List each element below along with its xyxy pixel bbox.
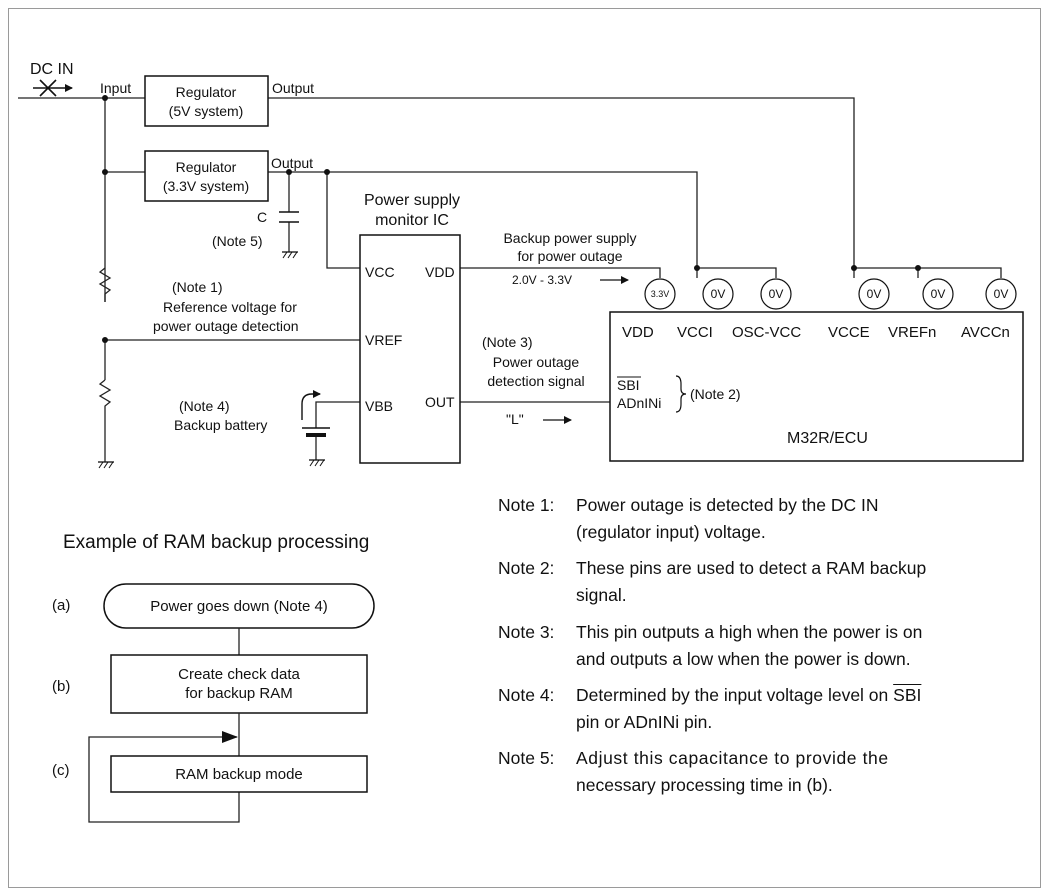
backup-supply-line1: Backup power supply bbox=[503, 230, 636, 246]
capacitor-note: (Note 5) bbox=[212, 233, 263, 249]
note-3-line1: This pin outputs a high when the power i… bbox=[576, 622, 923, 642]
dc-in-terminal-icon bbox=[33, 79, 73, 97]
ecu-pin-vrefn: VREFn bbox=[888, 324, 936, 341]
step-b-line2: for backup RAM bbox=[185, 685, 293, 702]
ecu-pin-avccn: AVCCn bbox=[961, 324, 1010, 341]
note-4-label: Note 4: bbox=[498, 685, 555, 705]
note-2-line1: These pins are used to detect a RAM back… bbox=[576, 558, 927, 578]
reference-label-line1: Reference voltage for bbox=[163, 299, 297, 315]
flowchart-title: Example of RAM backup processing bbox=[63, 532, 369, 553]
monitor-ic-title: Power supply bbox=[364, 192, 460, 209]
monitor-ic-subtitle: monitor IC bbox=[375, 212, 449, 229]
ecu-box bbox=[609, 311, 1024, 462]
ecu-pin-vcce: VCCE bbox=[828, 324, 870, 341]
note-1-label: Note 1: bbox=[498, 495, 555, 515]
note-4-sbi: SBI bbox=[893, 685, 922, 705]
capacitor-icon bbox=[279, 211, 299, 223]
note-3: Note 3: This pin outputs a high when the … bbox=[498, 619, 1018, 673]
pin-group-brace-icon bbox=[675, 375, 687, 413]
battery-note: (Note 4) bbox=[179, 398, 230, 414]
note1-label: (Note 1) bbox=[172, 279, 223, 295]
dc-in-label: DC IN bbox=[30, 61, 74, 78]
voltage-0v-text: 0V bbox=[711, 287, 726, 301]
note-1-line2: (regulator input) voltage. bbox=[576, 522, 766, 542]
signal-level-label: "L" bbox=[506, 411, 524, 427]
voltage-marker-33v: 3.3V bbox=[644, 278, 676, 310]
backup-voltage-range: 2.0V - 3.3V bbox=[512, 273, 572, 287]
step-b-line1: Create check data bbox=[178, 666, 300, 683]
note-5-label: Note 5: bbox=[498, 748, 555, 768]
regulator-5v-subtitle: (5V system) bbox=[169, 103, 244, 119]
ground-icon bbox=[309, 459, 325, 467]
note-3-label: Note 3: bbox=[498, 622, 555, 642]
junction-dots bbox=[102, 95, 921, 343]
voltage-0v-text: 0V bbox=[931, 287, 946, 301]
resistor-upper-icon bbox=[98, 267, 112, 302]
regulator-5v-output-label: Output bbox=[272, 80, 314, 96]
voltage-marker-0v: 0V bbox=[760, 278, 792, 310]
resistor-lower-icon bbox=[98, 379, 112, 408]
regulator-5v-title: Regulator bbox=[176, 84, 237, 100]
note-5-line2: necessary processing time in (b). bbox=[576, 775, 833, 795]
battery-icon bbox=[301, 390, 330, 437]
capacitor-label: C bbox=[257, 209, 267, 225]
monitor-ic-box bbox=[359, 234, 461, 464]
note-5: Note 5: Adjust this capacitance to provid… bbox=[498, 745, 1018, 799]
battery-label: Backup battery bbox=[174, 417, 267, 433]
step-c-label: (c) bbox=[52, 762, 70, 779]
voltage-0v-text: 0V bbox=[769, 287, 784, 301]
note-2: Note 2: These pins are used to detect a R… bbox=[498, 555, 1018, 609]
ground-icon bbox=[98, 461, 114, 469]
monitor-pin-vcc: VCC bbox=[365, 264, 395, 280]
step-b-label: (b) bbox=[52, 678, 70, 695]
ecu-name: M32R/ECU bbox=[787, 430, 868, 447]
ground-icon bbox=[282, 251, 298, 259]
reference-label-line2: power outage detection bbox=[153, 318, 299, 334]
note-4-line2: pin or ADnINi pin. bbox=[576, 712, 713, 732]
ecu-pin-vdd: VDD bbox=[622, 324, 654, 341]
regulator-33v-title: Regulator bbox=[176, 159, 237, 175]
note-3-line2: and outputs a low when the power is down… bbox=[576, 649, 911, 669]
step-a-label: (a) bbox=[52, 597, 70, 614]
note-5-line1: Adjust this capacitance to provide the bbox=[576, 748, 889, 768]
ecu-pin-vcci: VCCI bbox=[677, 324, 713, 341]
loop-arrow bbox=[88, 731, 240, 823]
backup-supply-line2: for power outage bbox=[517, 248, 622, 264]
monitor-pin-out: OUT bbox=[425, 394, 455, 410]
step-b-process bbox=[110, 654, 368, 714]
regulator-33v-subtitle: (3.3V system) bbox=[163, 178, 249, 194]
regulator-33v-box bbox=[144, 150, 269, 202]
note-2-line2: signal. bbox=[576, 585, 627, 605]
note3-label: (Note 3) bbox=[482, 334, 533, 350]
ecu-pin-adnini: ADnINi bbox=[617, 395, 661, 411]
note-4: Note 4: Determined by the input voltage l… bbox=[498, 682, 1018, 736]
voltage-marker-0v: 0V bbox=[858, 278, 890, 310]
note-1: Note 1: Power outage is detected by the D… bbox=[498, 492, 1018, 546]
voltage-33v-text: 3.3V bbox=[651, 289, 670, 299]
voltage-marker-0v: 0V bbox=[922, 278, 954, 310]
monitor-pin-vbb: VBB bbox=[365, 398, 393, 414]
wiring bbox=[18, 97, 1002, 462]
ecu-pin-osc-vcc: OSC-VCC bbox=[732, 324, 801, 341]
note-4-line1: Determined by the input voltage level on bbox=[576, 685, 889, 705]
note-2-label: Note 2: bbox=[498, 558, 555, 578]
step-c-process bbox=[110, 755, 368, 793]
input-label: Input bbox=[100, 80, 131, 96]
regulator-33v-output-label: Output bbox=[271, 155, 313, 171]
monitor-pin-vref: VREF bbox=[365, 332, 402, 348]
voltage-0v-text: 0V bbox=[994, 287, 1009, 301]
voltage-marker-0v: 0V bbox=[985, 278, 1017, 310]
detection-signal-line2: detection signal bbox=[487, 373, 584, 389]
note2-label: (Note 2) bbox=[690, 386, 741, 402]
voltage-marker-0v: 0V bbox=[702, 278, 734, 310]
detection-signal-line1: Power outage bbox=[493, 354, 580, 370]
voltage-0v-text: 0V bbox=[867, 287, 882, 301]
ecu-pin-sbi: SBI bbox=[617, 377, 640, 393]
regulator-5v-box bbox=[144, 75, 269, 127]
step-a-text: Power goes down (Note 4) bbox=[150, 598, 328, 615]
step-c-text: RAM backup mode bbox=[175, 766, 303, 783]
monitor-pin-vdd: VDD bbox=[425, 264, 455, 280]
note-1-line1: Power outage is detected by the DC IN bbox=[576, 495, 879, 515]
